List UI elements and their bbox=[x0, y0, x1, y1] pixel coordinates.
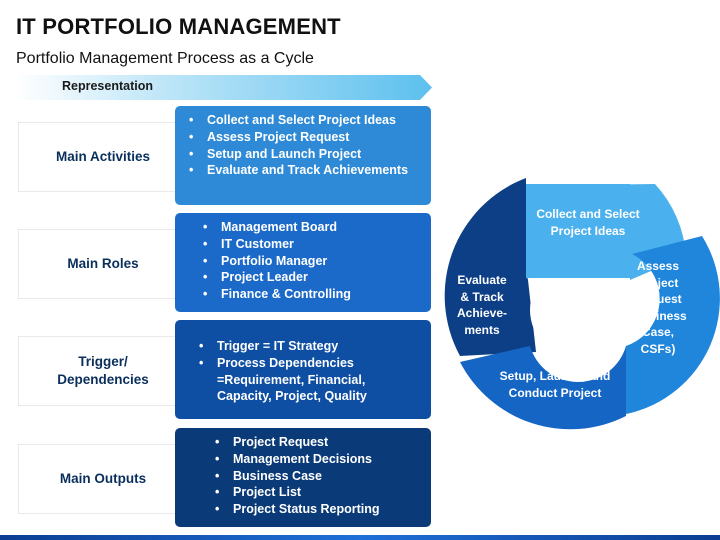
panel-main-activities: Collect and Select Project Ideas Assess … bbox=[175, 106, 431, 205]
cycle-segment-evaluate bbox=[444, 178, 536, 356]
cycle-text-line: Evaluate bbox=[457, 273, 507, 287]
representation-label: Representation bbox=[62, 79, 153, 93]
row-label-text: Main Roles bbox=[67, 256, 139, 271]
row-label-line: Trigger/ bbox=[78, 354, 128, 369]
list-item: Setup and Launch Project bbox=[189, 146, 423, 163]
list-item: Project Status Reporting bbox=[215, 501, 423, 518]
cycle-text-line: CSFs) bbox=[640, 341, 676, 356]
list-item: Business Case bbox=[215, 468, 423, 485]
list-item: Management Decisions bbox=[215, 451, 423, 468]
cycle-text-line: Achieve- bbox=[456, 306, 508, 320]
list-item: Project Leader bbox=[203, 269, 423, 286]
row-label-text: Main Outputs bbox=[59, 471, 147, 486]
cycle-text-line: Setup, Launch, and bbox=[499, 369, 611, 383]
page-title: IT PORTFOLIO MANAGEMENT bbox=[16, 14, 341, 39]
page-subtitle: Portfolio Management Process as a Cycle bbox=[16, 50, 314, 67]
list-item: Assess Project Request bbox=[189, 129, 423, 146]
cycle-label-evaluate: Evaluate & Track Achieve- ments bbox=[452, 272, 512, 338]
cycle-rings bbox=[444, 178, 720, 430]
cycle-segment-assess bbox=[626, 236, 720, 414]
list-item: IT Customer bbox=[203, 236, 423, 253]
list-item: Project Request bbox=[215, 434, 423, 451]
cycle-text-line: Conduct Project bbox=[508, 385, 602, 400]
cycle-text-line: Assess bbox=[636, 259, 680, 273]
list-item: Finance & Controlling bbox=[203, 286, 423, 303]
cycle-label-assess: Assess Project Request (Business Case, C… bbox=[626, 258, 690, 357]
representation-arrow bbox=[16, 75, 432, 100]
bottom-accent-bar bbox=[0, 535, 720, 540]
panel-main-outputs: Project Request Management Decisions Bus… bbox=[175, 428, 431, 527]
row-label-line: Dependencies bbox=[57, 372, 149, 387]
list-item: Trigger = IT Strategy bbox=[199, 338, 423, 355]
row-label-trigger-dependencies: Trigger/ Dependencies bbox=[18, 336, 208, 406]
list-item: Evaluate and Track Achievements bbox=[189, 162, 423, 179]
cycle-text-line: (Business bbox=[629, 308, 687, 323]
cycle-text-line: ments bbox=[464, 322, 500, 337]
cycle-label-collect: Collect and Select Project Ideas bbox=[528, 206, 648, 239]
cycle-text-line: Project bbox=[637, 275, 679, 290]
portfolio-cycle-diagram: Collect and Select Project Ideas Assess … bbox=[440, 170, 720, 430]
row-label-text: Trigger/ Dependencies bbox=[18, 336, 208, 406]
cycle-text-line: Collect and Select bbox=[536, 207, 640, 221]
row-label-main-activities: Main Activities bbox=[18, 122, 208, 192]
row-label-text: Main Activities bbox=[55, 149, 151, 164]
panel-main-roles: Management Board IT Customer Portfolio M… bbox=[175, 213, 431, 312]
cycle-text-line: Request bbox=[634, 292, 682, 306]
cycle-label-setup: Setup, Launch, and Conduct Project bbox=[490, 368, 620, 401]
list-item: Project List bbox=[215, 484, 423, 501]
list-item: Portfolio Manager bbox=[203, 253, 423, 270]
cycle-text-line: Project Ideas bbox=[550, 223, 626, 238]
panel-trigger-dependencies: Trigger = IT Strategy Process Dependenci… bbox=[175, 320, 431, 419]
cycle-text-line: & Track bbox=[460, 289, 504, 304]
cycle-segment-setup bbox=[460, 346, 626, 430]
list-item: Process Dependencies =Requirement, Finan… bbox=[199, 355, 423, 405]
list-item: Management Board bbox=[203, 219, 423, 236]
list-item: Collect and Select Project Ideas bbox=[189, 112, 423, 129]
cycle-text-line: Case, bbox=[641, 325, 675, 339]
